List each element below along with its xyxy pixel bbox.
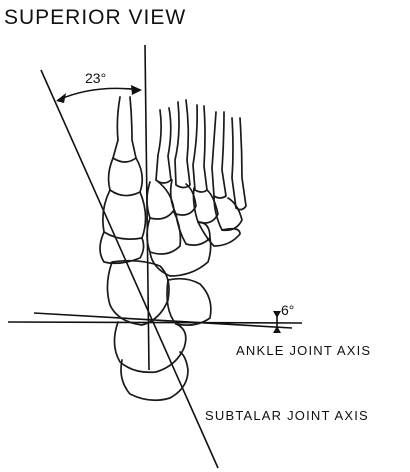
subtalar-axis-line — [41, 70, 218, 468]
angle-label-6: 6° — [281, 302, 294, 318]
foot-bones — [100, 158, 242, 400]
toes — [113, 97, 246, 210]
ankle-axis-label: ANKLE JOINT AXIS — [236, 343, 371, 358]
angle-label-23: 23° — [85, 70, 106, 86]
angle-arc-23 — [58, 88, 140, 100]
arc-arrowhead-right — [131, 85, 142, 95]
subtalar-axis-label: SUBTALAR JOINT AXIS — [205, 408, 369, 423]
horizontal-reference-line — [8, 322, 302, 323]
marker-arrowhead-top — [273, 311, 281, 318]
ankle-axis-line — [34, 313, 292, 328]
arc-arrowhead-left — [56, 93, 66, 103]
